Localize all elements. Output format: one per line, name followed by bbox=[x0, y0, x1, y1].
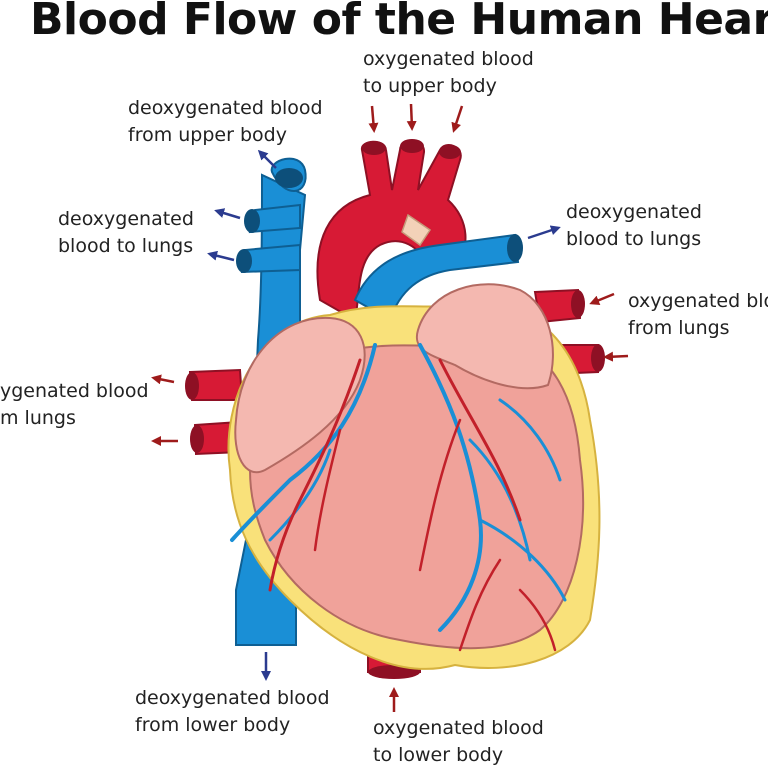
coronary-vessels bbox=[230, 343, 567, 652]
label-ox-to-lower-body-line1: oxygenated blood bbox=[373, 717, 544, 739]
arrow-ox-lungs-right-2 bbox=[603, 351, 629, 362]
arrow-deox-upper bbox=[257, 149, 277, 169]
label-deox-to-lungs-right: deoxygenated blood to lungs bbox=[566, 199, 702, 253]
label-ox-from-lungs-left-line1: ygenated blood bbox=[0, 380, 149, 402]
label-deox-to-lungs-right-line2: blood to lungs bbox=[566, 228, 702, 250]
label-deox-from-upper-body-line2: from upper body bbox=[128, 124, 287, 146]
label-deox-from-lower-body-line1: deoxygenated blood bbox=[135, 687, 330, 709]
label-deox-to-lungs-left: deoxygenated blood to lungs bbox=[58, 206, 194, 260]
aorta bbox=[316, 139, 467, 322]
arrow-ox-upper-3 bbox=[451, 105, 464, 133]
diagram-title: Blood Flow of the Human Heart bbox=[30, 0, 768, 45]
arrow-ox-lungs-right-1 bbox=[589, 292, 615, 305]
label-ox-to-lower-body-line2: to lower body bbox=[373, 744, 504, 766]
label-deox-to-lungs-left-line2: blood to lungs bbox=[58, 235, 194, 257]
pulmonary-branch-left bbox=[236, 203, 301, 274]
label-deox-from-lower-body-line2: from lower body bbox=[135, 714, 291, 736]
arrow-deox-lungs-right bbox=[527, 225, 561, 240]
label-ox-upper-body: oxygenated blood to upper body bbox=[363, 46, 534, 100]
label-ox-from-lungs-right: oxygenated blo from lungs bbox=[628, 288, 768, 342]
label-deox-to-lungs-left-line1: deoxygenated bbox=[58, 208, 194, 230]
label-deox-to-lungs-right-line1: deoxygenated bbox=[566, 201, 702, 223]
pulmonary-veins-right bbox=[533, 288, 605, 376]
arrow-deox-lungs-left-1 bbox=[214, 208, 241, 220]
pulmonary-artery bbox=[353, 233, 523, 322]
label-deox-from-lower-body: deoxygenated blood from lower body bbox=[135, 685, 330, 739]
label-ox-upper-body-line1: oxygenated blood bbox=[363, 48, 534, 70]
label-deox-from-upper-body-line1: deoxygenated blood bbox=[128, 97, 323, 119]
label-ox-from-lungs-left: ygenated blood m lungs bbox=[0, 378, 149, 432]
arrow-deox-lungs-left-2 bbox=[207, 250, 235, 262]
label-ox-upper-body-line2: to upper body bbox=[363, 75, 497, 97]
label-ox-from-lungs-right-line2: from lungs bbox=[628, 317, 730, 339]
heart-body bbox=[227, 283, 601, 670]
flow-arrows bbox=[151, 103, 629, 712]
arrow-ox-upper-2 bbox=[406, 103, 417, 131]
label-ox-from-lungs-left-line2: m lungs bbox=[0, 407, 76, 429]
label-deox-from-upper-body: deoxygenated blood from upper body bbox=[128, 95, 323, 149]
arrow-ox-upper-1 bbox=[368, 105, 379, 133]
label-ox-to-lower-body: oxygenated blood to lower body bbox=[373, 715, 544, 768]
arrow-ox-lungs-left-1 bbox=[151, 374, 175, 385]
label-ox-from-lungs-right-line1: oxygenated blo bbox=[628, 290, 768, 312]
